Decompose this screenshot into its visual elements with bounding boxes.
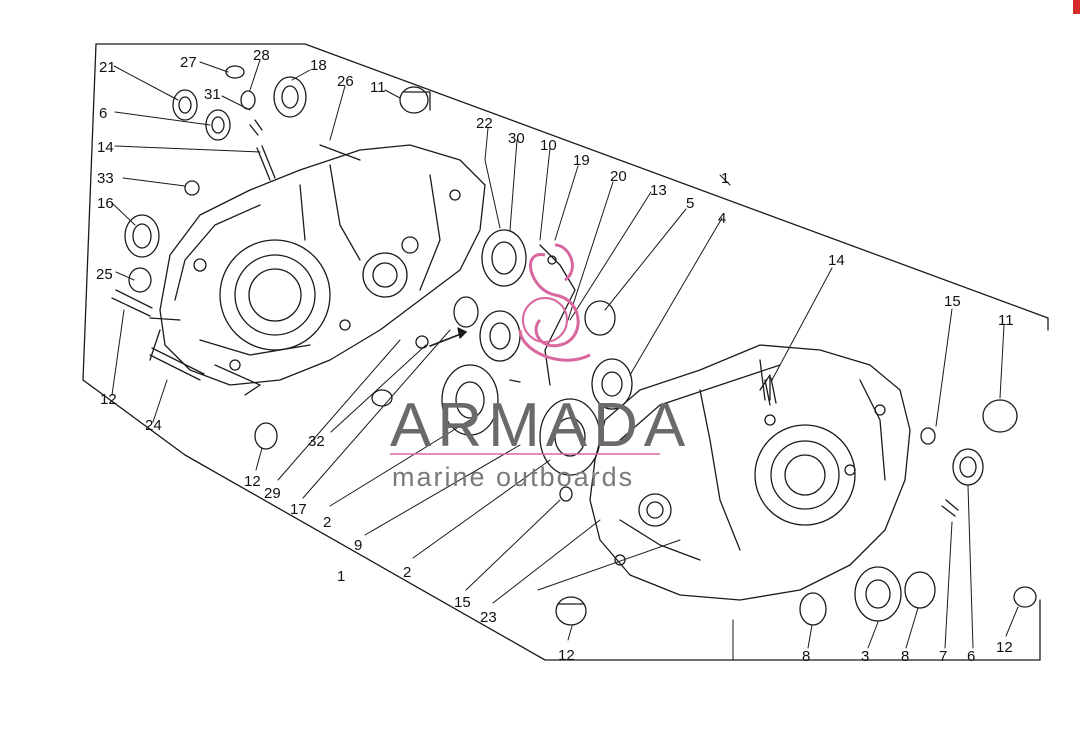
armada-logo <box>518 243 591 362</box>
leader-lines <box>111 59 1019 661</box>
callout-label: 18 <box>310 57 327 74</box>
callout-label: 5 <box>686 195 694 212</box>
callout-label: 30 <box>508 130 525 147</box>
callout-label: 2 <box>403 564 411 581</box>
callout-label: 29 <box>264 485 281 502</box>
callout-label: 16 <box>97 195 114 212</box>
callout-label: 7 <box>939 648 947 665</box>
callout-label: 3 <box>861 648 869 665</box>
callout-label: 20 <box>610 168 627 185</box>
callout-label: 32 <box>308 433 325 450</box>
callout-labels: 21 27 28 18 26 11 6 31 14 33 16 25 12 24… <box>96 47 1014 665</box>
callout-label: 8 <box>901 648 909 665</box>
callout-label: 12 <box>558 647 575 664</box>
right-crankcase-half <box>589 344 911 601</box>
callout-label: 9 <box>354 537 362 554</box>
callout-label: 4 <box>718 210 726 227</box>
callout-label: 2 <box>323 514 331 531</box>
watermark-subtitle: marine outboards <box>392 462 634 492</box>
callout-label: 19 <box>573 152 590 169</box>
callout-label: 14 <box>97 139 114 156</box>
callout-label: 12 <box>244 473 261 490</box>
callout-label: 22 <box>476 115 493 132</box>
watermark-title: ARMADA <box>390 391 691 460</box>
assembly-frame <box>82 43 1049 661</box>
callout-label: 28 <box>253 47 270 64</box>
callout-label: 17 <box>290 501 307 518</box>
callout-label: 1 <box>337 568 345 585</box>
callout-label: 14 <box>828 252 845 269</box>
callout-label: 26 <box>337 73 354 90</box>
callout-label: 24 <box>145 417 162 434</box>
callout-label: 11 <box>998 312 1014 329</box>
callout-label: 6 <box>967 648 975 665</box>
callout-label: 1 <box>721 170 729 187</box>
callout-label: 12 <box>100 391 117 408</box>
left-crankcase-half <box>149 144 486 396</box>
callout-label: 23 <box>480 609 497 626</box>
callout-label: 8 <box>802 648 810 665</box>
corner-marker <box>1073 0 1080 14</box>
callout-label: 11 <box>370 79 386 96</box>
callout-label: 27 <box>180 54 197 71</box>
callout-label: 25 <box>96 266 113 283</box>
callout-label: 33 <box>97 170 114 187</box>
callout-label: 10 <box>540 137 557 154</box>
callout-label: 6 <box>99 105 107 122</box>
callout-label: 12 <box>996 639 1013 656</box>
callout-label: 31 <box>204 86 221 103</box>
callout-label: 13 <box>650 182 667 199</box>
callout-label: 21 <box>99 59 116 76</box>
callout-label: 15 <box>454 594 471 611</box>
small-parts <box>111 65 1037 626</box>
assembly-arrowhead <box>457 327 467 339</box>
callout-label: 15 <box>944 293 961 310</box>
